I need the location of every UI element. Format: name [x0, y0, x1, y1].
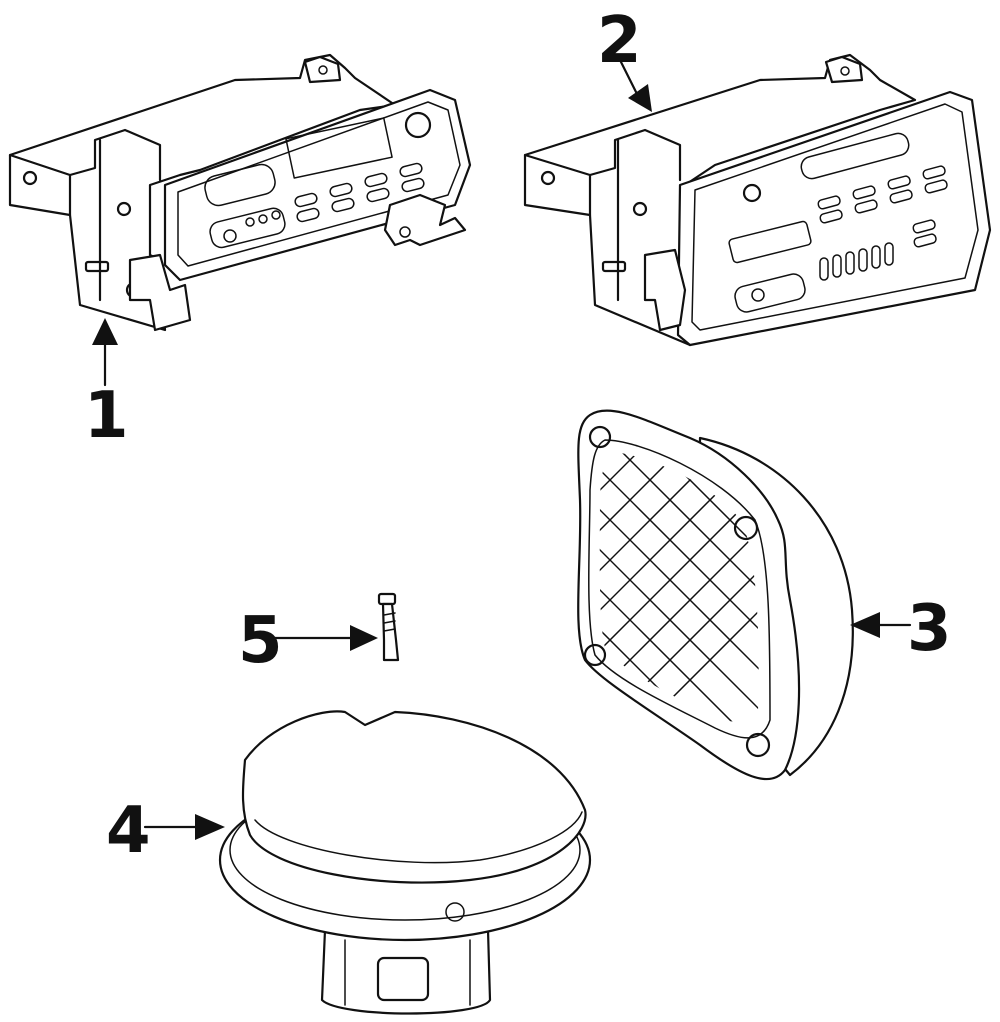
callout-5: 5	[238, 604, 283, 678]
callout-1: 1	[84, 379, 129, 453]
callout-2: 2	[597, 4, 642, 78]
speaker-4[interactable]	[218, 710, 592, 1015]
speaker-grille-assembly-3[interactable]	[560, 310, 854, 810]
callout-4: 4	[106, 794, 151, 868]
radio-receiver-1[interactable]	[8, 53, 472, 332]
screw-5[interactable]	[377, 592, 400, 662]
callout-arrows	[92, 58, 912, 840]
callout-3: 3	[907, 592, 952, 666]
radio-receiver-2[interactable]	[523, 53, 992, 347]
